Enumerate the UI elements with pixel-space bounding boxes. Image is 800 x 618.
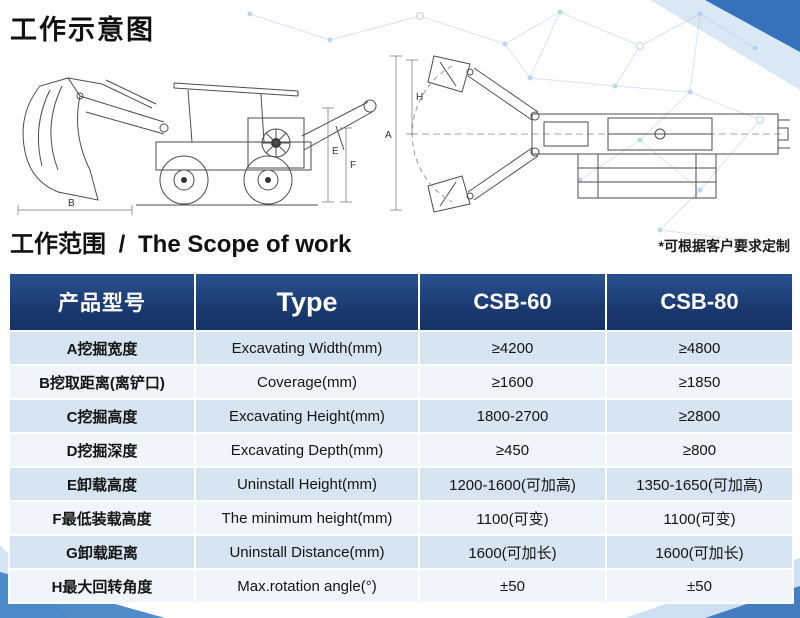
table-cell: D挖掘深度 bbox=[8, 432, 196, 468]
dim-label-b: B bbox=[68, 198, 75, 209]
section-title-zh: 工作范围 bbox=[10, 231, 106, 258]
chassis bbox=[155, 82, 312, 171]
table-cell: F最低装载高度 bbox=[8, 500, 196, 536]
table-cell: ≥1600 bbox=[418, 364, 607, 400]
table-cell: C挖掘高度 bbox=[8, 398, 196, 434]
upper-arm-bucket bbox=[427, 55, 540, 121]
dim-label-f: F bbox=[350, 160, 356, 171]
table-cell: ≥800 bbox=[605, 432, 794, 468]
table-cell: Excavating Depth(mm) bbox=[194, 432, 420, 468]
bucket bbox=[22, 77, 99, 201]
lower-arm-bucket bbox=[427, 147, 540, 213]
dimension-lines bbox=[390, 55, 418, 211]
boom-arm bbox=[67, 77, 169, 135]
table-cell: 1100(可变) bbox=[605, 500, 794, 536]
table-cell: Max.rotation angle(°) bbox=[194, 568, 420, 604]
header-csb80: CSB-80 bbox=[605, 272, 794, 332]
table-cell: 1600(可加长) bbox=[418, 534, 607, 570]
engine-fan bbox=[247, 117, 305, 169]
wheels bbox=[136, 155, 318, 206]
section-title: 工作范围 / The Scope of work bbox=[10, 224, 351, 259]
table-cell: Excavating Width(mm) bbox=[194, 330, 420, 366]
table-cell: ±50 bbox=[605, 568, 794, 604]
table-cell: 1100(可变) bbox=[418, 500, 607, 536]
table-cell: ≥4200 bbox=[418, 330, 607, 366]
page-title: 工作示意图 bbox=[10, 15, 155, 45]
table-cell: G卸载距离 bbox=[8, 534, 196, 570]
dim-label-a: A bbox=[385, 130, 392, 141]
header-type: Type bbox=[194, 272, 420, 332]
table-cell: H最大回转角度 bbox=[8, 568, 196, 604]
dim-label-h: H bbox=[416, 92, 423, 103]
table-cell: Uninstall Distance(mm) bbox=[194, 534, 420, 570]
table-header-row: 产品型号 Type CSB-60 CSB-80 bbox=[8, 272, 794, 332]
table-cell: A挖掘宽度 bbox=[8, 330, 196, 366]
table-cell: Coverage(mm) bbox=[194, 364, 420, 400]
schematic-drawings: B E F bbox=[0, 50, 800, 220]
table-cell: 1200-1600(可加高) bbox=[418, 466, 607, 502]
dimension-lines bbox=[17, 107, 352, 215]
table-cell: Uninstall Height(mm) bbox=[194, 466, 420, 502]
deck bbox=[577, 153, 717, 199]
conveyor bbox=[301, 99, 377, 151]
table-cell: The minimum height(mm) bbox=[194, 500, 420, 536]
dim-label-e: E bbox=[332, 146, 339, 157]
section-title-divider: / bbox=[118, 231, 126, 258]
table-cell: 1600(可加长) bbox=[605, 534, 794, 570]
table-cell: ±50 bbox=[418, 568, 607, 604]
table-cell: 1800-2700 bbox=[418, 398, 607, 434]
table-cell: B挖取距离(离铲口) bbox=[8, 364, 196, 400]
table-row: B挖取距离(离铲口)Coverage(mm)≥1600≥1850 bbox=[8, 364, 794, 400]
table-cell: ≥4800 bbox=[605, 330, 794, 366]
section-title-en: The Scope of work bbox=[138, 231, 352, 258]
table-cell: ≥2800 bbox=[605, 398, 794, 434]
header-product-model: 产品型号 bbox=[8, 272, 196, 332]
side-view-drawing: B E F bbox=[17, 77, 377, 215]
table-cell: Excavating Height(mm) bbox=[194, 398, 420, 434]
table-cell: ≥1850 bbox=[605, 364, 794, 400]
customization-note: *可根据客户要求定制 bbox=[658, 238, 790, 254]
header-csb60: CSB-60 bbox=[418, 272, 607, 332]
table-cell: ≥450 bbox=[418, 432, 607, 468]
table-cell: E卸载高度 bbox=[8, 466, 196, 502]
top-view-drawing: A H bbox=[385, 55, 790, 213]
table-cell: 1350-1650(可加高) bbox=[605, 466, 794, 502]
